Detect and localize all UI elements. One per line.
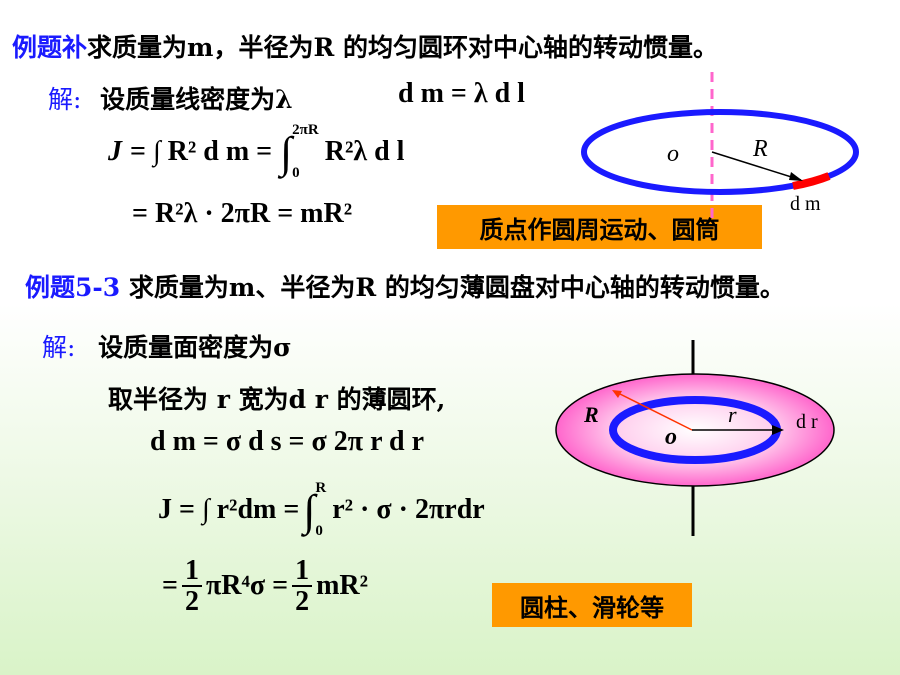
eq-J-ring-mid: = ∫ R² d m = bbox=[130, 136, 273, 167]
ring-center-label: o bbox=[667, 141, 679, 167]
disk-dr-label: d r bbox=[796, 411, 818, 433]
integral-sign: ∫ bbox=[280, 127, 293, 177]
eq-J-disk-left: J = ∫ r²dm = bbox=[158, 494, 300, 525]
eq-J-disk-right: r² · σ · 2πrdr bbox=[332, 494, 485, 525]
solution-1-label: 解: bbox=[48, 85, 82, 114]
eq-J-ring-lhs: J bbox=[108, 136, 122, 167]
radius-arrow bbox=[789, 172, 803, 181]
integral-upper: 2πR bbox=[292, 122, 319, 138]
eq-J-ring: J = ∫ R² d m = ∫ 2πR 0 R²λ d l bbox=[108, 122, 404, 182]
eq-J-ring-rhs: R²λ d l bbox=[324, 136, 405, 167]
eq-res-mid: πR⁴σ = bbox=[205, 570, 289, 602]
disk-r-label: r bbox=[728, 402, 737, 427]
eq-res-eq: = bbox=[162, 570, 178, 602]
fraction-2-num: 1 bbox=[292, 556, 313, 588]
integral-limits: 2πR 0 bbox=[292, 122, 319, 182]
eq-J-disk-result: = 1 2 πR⁴σ = 1 2 mR² bbox=[162, 556, 368, 617]
solution-2-intro: 解: 设质量面密度为σ bbox=[42, 328, 292, 364]
integral-sign-2: ∫ bbox=[303, 485, 316, 535]
eq-res-end: mR² bbox=[316, 570, 369, 602]
problem-1-label: 例题补 bbox=[12, 33, 88, 62]
ring-dm-label: d m bbox=[790, 193, 821, 215]
fraction-1-num: 1 bbox=[181, 556, 202, 588]
eq-dm-linear: d m = λ d l bbox=[398, 78, 525, 109]
solution-2-step: 取半径为 r 宽为d r 的薄圆环, bbox=[108, 385, 446, 414]
radius-line bbox=[711, 151, 802, 181]
problem-2-text: 求质量为m、半径为R 的均匀薄圆盘对中心轴的转动惯量。 bbox=[128, 273, 785, 302]
ring bbox=[581, 109, 859, 195]
disk-center-label: o bbox=[665, 424, 677, 450]
fraction-1-den: 2 bbox=[184, 586, 199, 618]
ring-radius-arrow bbox=[772, 425, 784, 435]
problem-2-statement: 例题5-3 求质量为m、半径为R 的均匀薄圆盘对中心轴的转动惯量。 bbox=[25, 268, 785, 304]
problem-2-label: 例题5-3 bbox=[25, 273, 121, 302]
ring-radius-label: R bbox=[752, 136, 768, 162]
fraction-half-2: 1 2 bbox=[292, 556, 313, 618]
fraction-2-den: 2 bbox=[295, 586, 310, 618]
eq-dm-area: d m = σ d s = σ 2π r d r bbox=[150, 426, 424, 457]
integral-lower: 0 bbox=[292, 165, 300, 181]
ring-figure: o R d m bbox=[581, 72, 859, 223]
solution-1-intro: 解: 设质量线密度为λ bbox=[48, 80, 293, 116]
mass-element-arc bbox=[792, 172, 831, 190]
problem-1-statement: 例题补求质量为m，半径为R 的均匀圆环对中心轴的转动惯量。 bbox=[12, 28, 718, 64]
disk-radius-arrow bbox=[612, 390, 622, 398]
note-box-1: 质点作圆周运动、圆筒 bbox=[437, 205, 762, 249]
integral-upper-2: R bbox=[315, 480, 327, 496]
problem-1-text: 求质量为m，半径为R 的均匀圆环对中心轴的转动惯量。 bbox=[87, 33, 718, 62]
disk-figure: R o r d r bbox=[555, 340, 835, 536]
eq-J-disk: J = ∫ r²dm = ∫ R 0 r² · σ · 2πrdr bbox=[158, 480, 485, 540]
disk-radius-line bbox=[615, 391, 693, 431]
note-box-2: 圆柱、滑轮等 bbox=[492, 583, 692, 627]
integral-lower-2: 0 bbox=[315, 523, 323, 539]
fraction-half-1: 1 2 bbox=[181, 556, 202, 618]
disk-R-label: R bbox=[583, 402, 599, 427]
solution-1-text: 设质量线密度为λ bbox=[100, 85, 293, 114]
solution-2-label: 解: bbox=[42, 333, 76, 362]
eq-J-ring-result: = R²λ · 2πR = mR² bbox=[132, 198, 353, 229]
integral-limits-2: R 0 bbox=[315, 480, 326, 540]
solution-2-text: 设质量面密度为σ bbox=[98, 333, 292, 362]
